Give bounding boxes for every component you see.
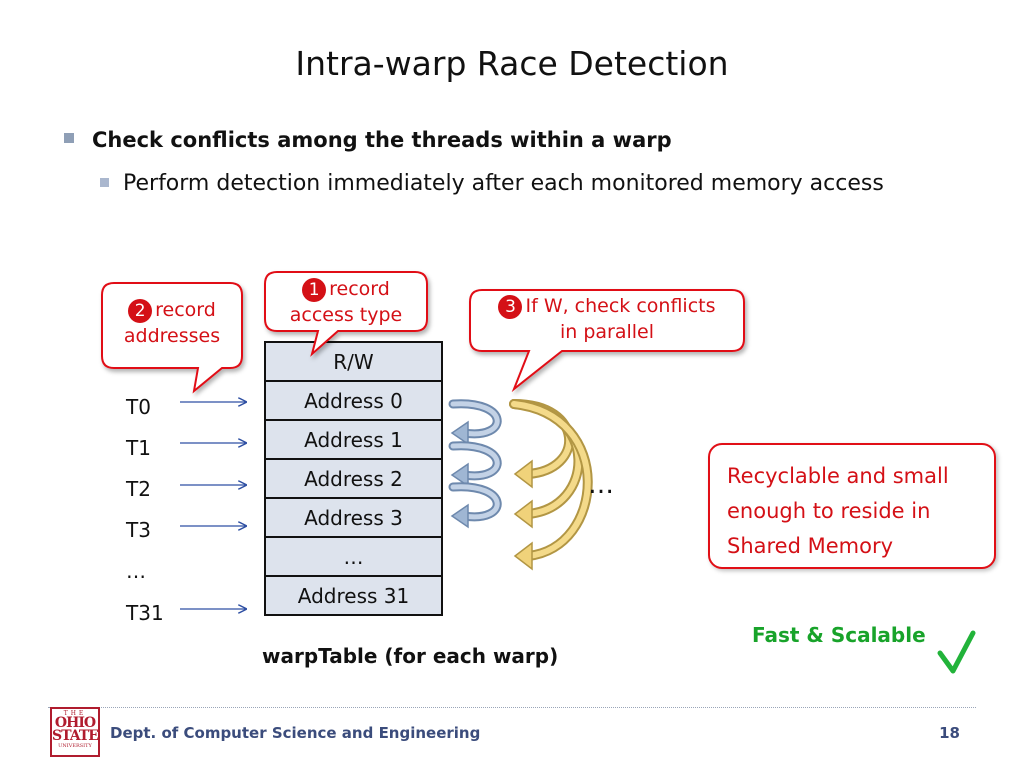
slide-title: Intra-warp Race Detection [295,44,729,83]
thread-label-t3: T3 [126,518,151,542]
thread-label-t2: T2 [126,477,151,501]
more-threads-ellipsis: … [588,470,614,500]
warp-table-cell-address-0: Address 0 [264,380,443,421]
thread-label-t31: T31 [126,601,164,625]
warp-table-cell-ellipsis: … [264,536,443,577]
gold-arrowhead-icon [513,499,533,529]
gold-arrowhead-icon [513,459,533,489]
gold-curve-arrow [509,399,584,519]
blue-arrowhead-icon [450,503,469,529]
bullet-text-sub: Perform detection immediately after each… [123,171,884,196]
callout-step1-line1: record [329,278,390,300]
recyclable-note-line1: Recyclable and small [727,464,949,488]
gold-curve-arrow [511,401,591,559]
callout-step2-line2: addresses [123,325,221,347]
fast-scalable-label: Fast & Scalable [752,623,926,647]
footer-department: Dept. of Computer Science and Engineerin… [110,724,481,742]
callout-step1-line2: access type [289,304,403,326]
recyclable-note-line3: Shared Memory [727,534,894,558]
bullet-square-icon [64,133,74,143]
step-number-1-icon: 1 [302,278,327,302]
blue-arrowhead-icon [450,420,469,446]
gold-arrowhead-icon [513,541,533,571]
warp-table-cell-address-2: Address 2 [264,458,443,499]
page-number: 18 [939,724,960,742]
footer-divider [48,707,976,708]
blue-curve-arrow [450,484,500,520]
recyclable-note-box: Recyclable and small enough to reside in… [708,443,996,569]
thread-label-t1: T1 [126,436,151,460]
logo-line-the: THE [63,710,87,717]
callout-step2-line1: record [155,299,216,321]
blue-arrowhead-icon [450,462,469,488]
callout-step3-line2: in parallel [559,321,655,343]
step-number-3-icon: 3 [498,295,523,319]
bullet-text-main: Check conflicts among the threads within… [92,128,672,152]
warp-table-cell-rw: R/W [264,341,443,382]
warp-table-cell-address-31: Address 31 [264,575,443,616]
blue-curve-arrow [450,443,500,479]
check-mark-icon [937,630,976,674]
thread-label-t0: T0 [126,395,151,419]
logo-line-university: UNIVERSITY [58,743,92,749]
logo-line-state: STATE [52,728,99,744]
blue-curve-arrow [450,401,500,437]
warp-table-caption: warpTable (for each warp) [262,644,559,668]
ohio-state-logo: THE OHIO STATE UNIVERSITY [50,707,100,757]
logo-line-ohio: OHIO [54,715,96,731]
callout-step3-line1: If W, check conflicts [525,295,716,317]
warp-table-cell-address-3: Address 3 [264,497,443,538]
step-number-2-icon: 2 [128,299,153,323]
callout-check-conflicts [469,289,745,393]
sub-bullet-square-icon [100,178,109,187]
warp-table-cell-address-1: Address 1 [264,419,443,460]
thread-label-ellipsis: … [126,559,146,583]
warp-table: R/W Address 0 Address 1 Address 2 Addres… [264,341,443,616]
recyclable-note-line2: enough to reside in [727,499,931,523]
